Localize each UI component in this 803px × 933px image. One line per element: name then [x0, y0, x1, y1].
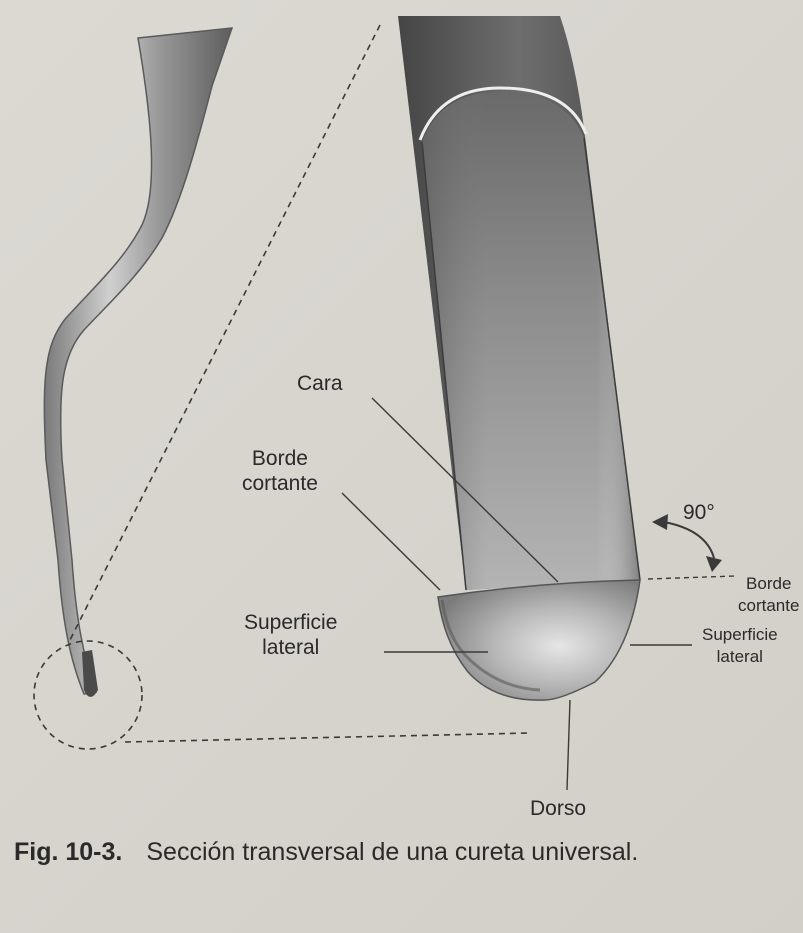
label-borde-cortante-right: Borde cortante	[738, 573, 799, 617]
label-borde-cortante-left: Borde cortante	[242, 446, 318, 496]
small-curette-shaft	[44, 28, 232, 694]
label-superficie-lateral-left: Superficie lateral	[244, 610, 337, 660]
label-cara: Cara	[297, 371, 343, 396]
enlarged-blade	[398, 16, 640, 700]
blade-cross-section	[438, 580, 640, 700]
figure-caption: Fig. 10-3. Sección transversal de una cur…	[14, 838, 638, 867]
label-superficie-lateral-right: Superficie lateral	[702, 624, 778, 668]
blade-face-shading	[422, 92, 640, 590]
leader-borde-cortante-left	[342, 493, 440, 590]
small-curette-tip	[82, 650, 98, 697]
label-angle-90: 90°	[683, 500, 715, 525]
zoom-line-top	[70, 25, 380, 640]
curette-diagram	[0, 0, 803, 833]
label-dorso: Dorso	[530, 796, 586, 821]
zoom-line-bottom	[125, 733, 530, 742]
leader-dorso	[567, 700, 570, 790]
figure-number: Fig. 10-3.	[14, 838, 122, 866]
caption-text: Sección transversal de una cureta univer…	[146, 838, 638, 866]
leader-borde-cortante-right	[648, 576, 735, 579]
small-curette	[44, 28, 232, 697]
